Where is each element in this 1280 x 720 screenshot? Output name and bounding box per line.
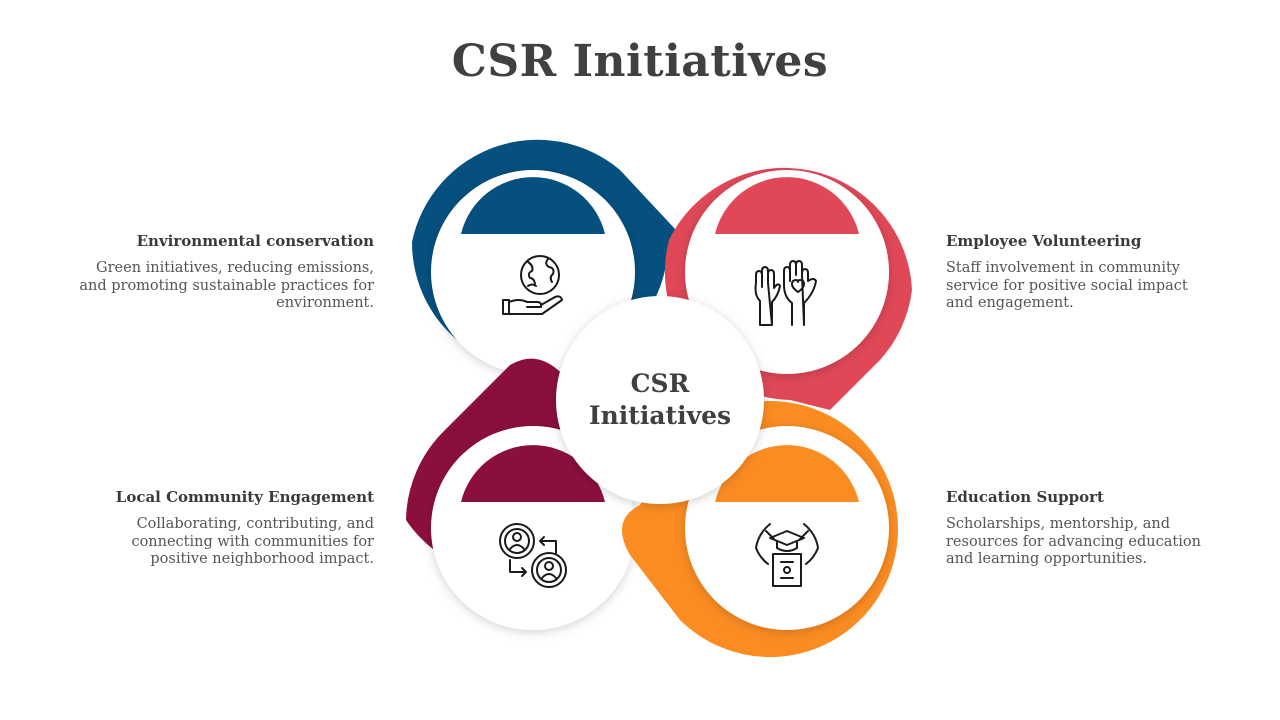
local-community-block: Local Community Engagement Collaborating… [74, 488, 374, 569]
page-title: CSR Initiatives [451, 36, 829, 87]
center-circle [556, 296, 764, 504]
people-exchange-icon [499, 523, 567, 588]
center-label: CSR Initiatives [588, 369, 732, 430]
employee-volunteering-heading: Employee Volunteering [946, 232, 1142, 250]
environmental-conservation-text: Green initiatives, reducing emissions,an… [79, 260, 374, 311]
globe-hand-icon [502, 255, 563, 315]
local-community-heading: Local Community Engagement [115, 488, 374, 506]
education-support-block: Education Support Scholarships, mentorsh… [946, 488, 1246, 569]
education-support-heading: Education Support [946, 488, 1104, 506]
environmental-conservation-block: Environmental conservation Green initiat… [74, 232, 374, 313]
environmental-conservation-heading: Environmental conservation [136, 232, 374, 250]
raised-hands-heart-icon [754, 260, 817, 326]
graduation-hands-icon [755, 523, 819, 587]
employee-volunteering-block: Employee Volunteering Staff involvement … [946, 232, 1246, 313]
